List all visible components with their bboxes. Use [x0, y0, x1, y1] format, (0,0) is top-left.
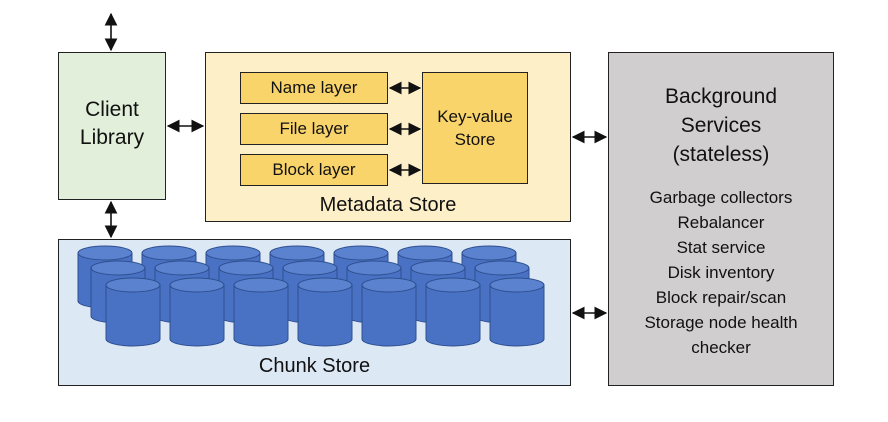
- client-library-line1: Client: [85, 98, 139, 121]
- name-layer-label: Name layer: [270, 78, 358, 97]
- background-services-title: Background Services (stateless): [608, 82, 834, 169]
- metadata-store-label: Metadata Store: [319, 194, 457, 216]
- service-item-stat-service: Stat service: [676, 238, 766, 257]
- service-item-garbage-collectors: Garbage collectors: [649, 188, 793, 207]
- file-layer-label: File layer: [279, 119, 349, 138]
- client-library-box: [58, 52, 166, 200]
- kv-store-line2: Store: [454, 130, 496, 149]
- disk-cylinder-icon: [425, 277, 481, 347]
- service-item-storage-node-health: Storage node health: [644, 313, 798, 332]
- disk-cylinder-icon: [489, 277, 545, 347]
- disk-cylinder-icon: [361, 277, 417, 347]
- disk-cylinder-icon: [169, 277, 225, 347]
- background-services-title-line3: (stateless): [672, 143, 770, 166]
- background-services-title-line2: Services: [680, 114, 762, 137]
- background-services-list: Garbage collectors Rebalancer Stat servi…: [608, 185, 834, 360]
- block-layer-box: Block layer: [240, 154, 388, 186]
- client-library-label: Client Library: [58, 96, 166, 152]
- chunk-cylinders: [77, 245, 545, 347]
- block-layer-label: Block layer: [272, 160, 356, 179]
- disk-cylinder-icon: [105, 277, 161, 347]
- service-item-checker: checker: [691, 338, 751, 357]
- chunk-store-label: Chunk Store: [258, 355, 371, 377]
- disk-cylinder-icon: [297, 277, 353, 347]
- service-item-rebalancer: Rebalancer: [677, 213, 765, 232]
- service-item-disk-inventory: Disk inventory: [667, 263, 775, 282]
- name-layer-box: Name layer: [240, 72, 388, 104]
- kv-store-box: Key-value Store: [422, 72, 528, 184]
- disk-cylinder-icon: [233, 277, 289, 347]
- client-library-line2: Library: [79, 126, 145, 149]
- service-item-block-repair: Block repair/scan: [655, 288, 787, 307]
- kv-store-line1: Key-value: [437, 107, 513, 126]
- background-services-box: [608, 52, 834, 386]
- file-layer-box: File layer: [240, 113, 388, 145]
- background-services-title-line1: Background: [664, 85, 778, 108]
